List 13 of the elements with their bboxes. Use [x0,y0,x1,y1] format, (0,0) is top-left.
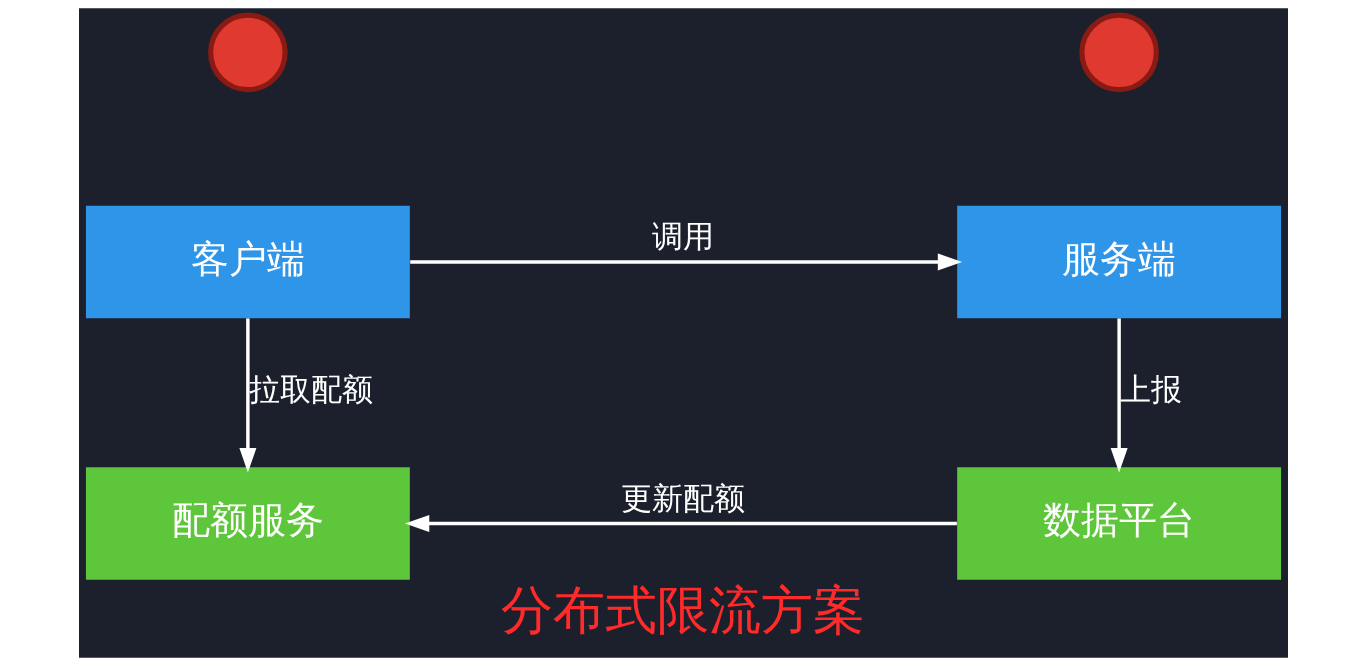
edge-label: 调用 [652,218,714,255]
arrow [404,515,957,533]
node-box: 数据平台 [956,467,1281,580]
arrow [1110,318,1128,473]
node-box: 服务端 [956,205,1281,319]
node-box: 配额服务 [85,467,410,580]
edge-label: 更新配额 [621,479,745,516]
arrow [409,253,962,271]
diagram-title: 分布式限流方案 [501,580,865,641]
arrow [238,318,256,473]
node-box: 客户端 [85,205,410,319]
node-circle [207,12,288,93]
node-circle [1078,12,1159,93]
